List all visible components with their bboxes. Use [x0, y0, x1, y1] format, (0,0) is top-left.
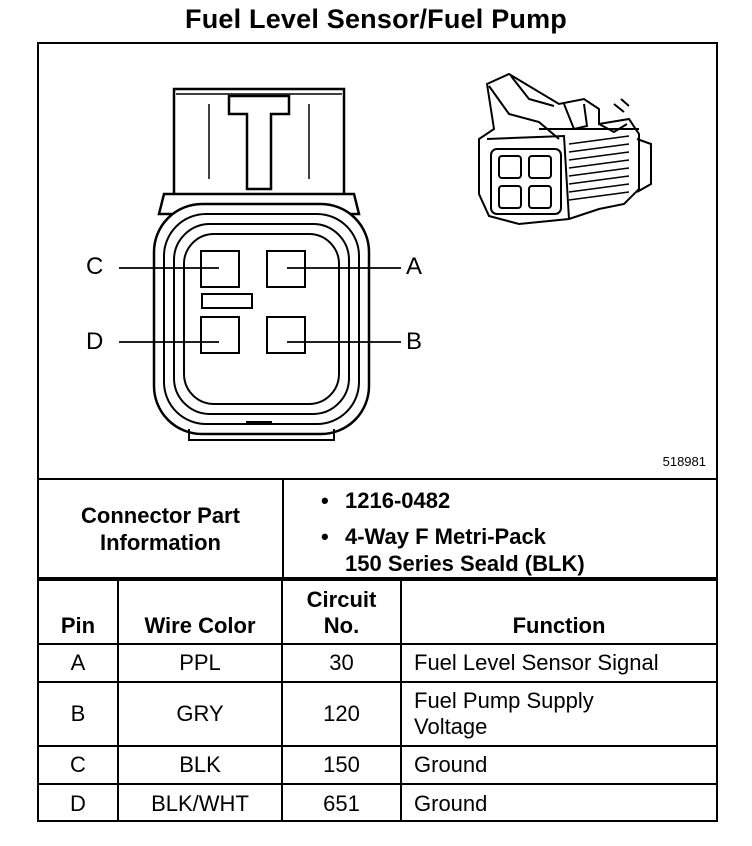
connector-type: 4-Way F Metri-Pack: [345, 524, 546, 549]
bullet-icon: •: [321, 488, 329, 513]
connector-diagram: C A D B 518981: [39, 44, 716, 480]
cavity-d: [200, 316, 240, 354]
cell-function-line: Ground: [414, 790, 488, 816]
connector-part-number: 1216-0482: [345, 488, 451, 513]
table-row: A PPL 30 Fuel Level Sensor Signal: [39, 643, 716, 683]
bullet-icon: •: [321, 524, 329, 549]
header-wire-color: Wire Color: [117, 579, 283, 645]
cell-pin: C: [39, 745, 119, 785]
connector-face-drawing: [119, 72, 652, 441]
page-title: Fuel Level Sensor/Fuel Pump: [185, 4, 567, 34]
header-circuit-line: Circuit: [306, 587, 377, 612]
connector-sheet: C A D B 518981 Connector Part Informatio…: [37, 42, 718, 822]
table-row: C BLK 150 Ground: [39, 745, 716, 785]
table-row: D BLK/WHT 651 Ground: [39, 783, 716, 822]
connector-info-list: • 1216-0482 • 4-Way F Metri-Pack 150 Ser…: [321, 487, 585, 577]
connector-3d-view: [478, 72, 652, 226]
pin-label-d: D: [86, 328, 104, 355]
connector-info-label: Connector Part Information: [39, 480, 282, 577]
header-function: Function: [400, 579, 716, 645]
cell-function-line: Ground: [414, 752, 488, 777]
table-row: B GRY 120 Fuel Pump Supply Voltage: [39, 681, 716, 747]
polarizing-key: [201, 293, 253, 309]
divider: [282, 480, 284, 577]
cell-function-line: Fuel Level Sensor Signal: [414, 650, 659, 675]
header-pin: Pin: [39, 579, 119, 645]
connector-info-label-line: Information: [99, 529, 221, 555]
cell-wire-color: PPL: [117, 643, 283, 683]
cavity-b: [266, 316, 306, 354]
cell-pin: B: [39, 681, 119, 747]
cell-function: Ground: [400, 745, 716, 785]
table-header-row: Pin Wire Color Circuit No. Function: [39, 579, 716, 645]
pin-label-b: B: [406, 328, 423, 355]
connector-info-item: • 4-Way F Metri-Pack 150 Series Seald (B…: [321, 523, 585, 577]
figure-id: 518981: [662, 454, 706, 469]
cell-wire-color: BLK/WHT: [117, 783, 283, 822]
cell-circuit: 651: [281, 783, 402, 822]
header-circuit-line: No.: [323, 613, 360, 638]
pin-table: Pin Wire Color Circuit No. Function A PP…: [39, 579, 716, 822]
header-circuit: Circuit No.: [281, 579, 402, 645]
divider: [39, 478, 716, 480]
pin-label-c: C: [86, 253, 104, 280]
cell-function: Ground: [400, 783, 716, 822]
connector-series: 150 Series Seald (BLK): [345, 551, 585, 576]
connector-info-label-line: Connector Part: [81, 502, 240, 528]
cell-function-line: Fuel Pump Supply: [414, 688, 594, 713]
cell-circuit: 120: [281, 681, 402, 747]
cavity-c: [200, 250, 240, 288]
cell-circuit: 30: [281, 643, 402, 683]
cell-circuit: 150: [281, 745, 402, 785]
cell-wire-color: GRY: [117, 681, 283, 747]
cell-function: Fuel Level Sensor Signal: [400, 643, 716, 683]
cell-wire-color: BLK: [117, 745, 283, 785]
divider: [39, 577, 716, 579]
connector-info-item: • 1216-0482: [321, 487, 585, 514]
cell-pin: D: [39, 783, 119, 822]
cell-function: Fuel Pump Supply Voltage: [400, 681, 716, 747]
cell-pin: A: [39, 643, 119, 683]
connector-body: [152, 202, 371, 436]
cavity-a: [266, 250, 306, 288]
pin-label-a: A: [406, 253, 423, 280]
cell-function-line: Voltage: [414, 714, 488, 739]
